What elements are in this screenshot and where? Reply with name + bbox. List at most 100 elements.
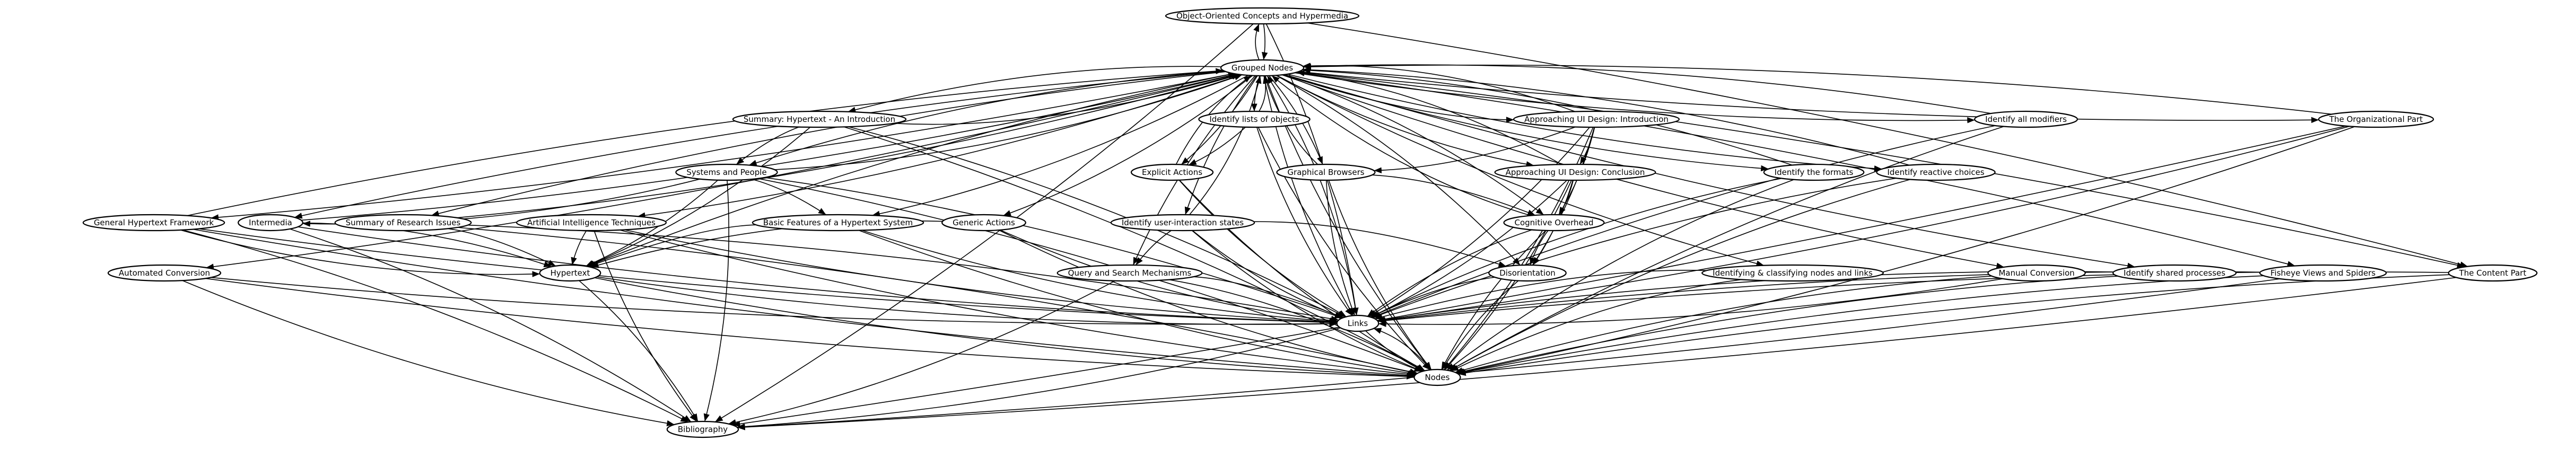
- edge-grouped-to-intermedia: [294, 71, 1225, 219]
- node-biblio-label: Bibliography: [678, 425, 728, 434]
- node-explicit-ellipse: [1130, 163, 1214, 181]
- node-content[interactable]: The Content Part: [2448, 264, 2538, 282]
- node-iduis[interactable]: Identify user-interaction states: [1110, 214, 1255, 232]
- node-oocah[interactable]: Object-Oriented Concepts and Hypermedia: [1165, 7, 1360, 25]
- node-basic[interactable]: Basic Features of a Hypertext System: [752, 214, 924, 232]
- node-summary-ellipse: [732, 110, 907, 128]
- node-fisheye[interactable]: Fisheye Views and Spiders: [2259, 264, 2387, 282]
- edge-autoconv-to-links: [211, 277, 1337, 327]
- node-content-label: The Content Part: [2459, 268, 2527, 278]
- node-idmod-label: Identify all modifiers: [1985, 114, 2067, 124]
- node-ui_concl-ellipse: [1494, 163, 1656, 181]
- edge-ai-to-biblio: [593, 230, 697, 422]
- node-orgpart[interactable]: The Organizational Part: [2318, 110, 2434, 128]
- node-oocah-label: Object-Oriented Concepts and Hypermedia: [1176, 11, 1348, 21]
- edge-disor-to-nodes: [1442, 280, 1519, 370]
- node-autoconv[interactable]: Automated Conversion: [107, 264, 222, 282]
- edge-intermedia-to-links: [298, 226, 1337, 325]
- node-sumres[interactable]: Summary of Research Issues: [334, 214, 472, 232]
- node-query[interactable]: Query and Search Mechanisms: [1056, 264, 1203, 282]
- node-idreact-label: Identify reactive choices: [1887, 168, 1984, 177]
- node-intermedia[interactable]: Intermedia: [238, 214, 303, 232]
- node-ai[interactable]: Artificial Intelligence Techniques: [516, 214, 667, 232]
- edge-sumres-to-links: [467, 224, 1339, 322]
- edge-idformats-to-links: [1370, 178, 1782, 318]
- edge-cogov-to-grouped: [1271, 75, 1531, 216]
- node-idshared[interactable]: Identify shared processes: [2112, 264, 2237, 282]
- node-layer: Object-Oriented Concepts and HypermediaG…: [82, 7, 2538, 438]
- edge-ui_intro-to-graphbr: [1374, 126, 1576, 174]
- node-explicit[interactable]: Explicit Actions: [1130, 163, 1214, 181]
- edge-genfw-to-grouped: [187, 68, 1224, 216]
- edge-links-to-biblio: [737, 327, 1341, 430]
- node-idreact[interactable]: Identify reactive choices: [1876, 163, 1996, 181]
- node-manual-ellipse: [1987, 264, 2086, 282]
- node-idshared-ellipse: [2112, 264, 2237, 282]
- node-disor-ellipse: [1488, 264, 1567, 282]
- node-hypertext-ellipse: [539, 264, 601, 282]
- edge-summary-to-links: [848, 126, 1346, 318]
- node-cogov[interactable]: Cognitive Overhead: [1503, 214, 1605, 232]
- node-links[interactable]: Links: [1336, 314, 1379, 332]
- node-systems[interactable]: Systems and People: [675, 163, 778, 181]
- node-links-ellipse: [1336, 314, 1379, 332]
- edge-graphbr-to-links: [1325, 180, 1356, 316]
- node-manual[interactable]: Manual Conversion: [1987, 264, 2086, 282]
- node-disor[interactable]: Disorientation: [1488, 264, 1567, 282]
- edge-grouped-to-basic: [872, 75, 1248, 217]
- node-idformats[interactable]: Identify the formats: [1763, 163, 1865, 181]
- edge-generic-to-links: [1000, 230, 1338, 324]
- node-cogov-label: Cognitive Overhead: [1514, 218, 1593, 227]
- edge-grouped-to-generic: [1003, 75, 1253, 216]
- edge-ui_concl-to-grouped: [1296, 70, 1562, 165]
- node-idmod[interactable]: Identify all modifiers: [1974, 110, 2079, 128]
- node-idclass[interactable]: Identifying & classifying nodes and link…: [1701, 264, 1884, 282]
- node-genfw-ellipse: [82, 214, 225, 232]
- edge-systems-to-nodes: [758, 178, 1422, 372]
- node-orgpart-label: The Organizational Part: [2329, 114, 2423, 124]
- node-sumres-ellipse: [334, 214, 472, 232]
- node-idformats-ellipse: [1763, 163, 1865, 181]
- node-idformats-label: Identify the formats: [1775, 168, 1854, 177]
- node-biblio[interactable]: Bibliography: [666, 420, 739, 438]
- edge-ui_intro-to-links: [1368, 127, 1590, 317]
- edge-ai-to-hypertext: [571, 230, 587, 266]
- edge-fisheye-to-biblio: [737, 278, 2281, 430]
- edge-disor-to-links: [1370, 277, 1495, 318]
- edge-grouped-to-manual: [1282, 74, 2004, 269]
- edge-idlists-to-nodes: [1258, 127, 1430, 371]
- node-autoconv-ellipse: [107, 264, 222, 282]
- edge-grouped-to-cogov: [1282, 74, 1544, 215]
- edge-systems-to-links: [764, 177, 1343, 319]
- node-genfw[interactable]: General Hypertext Framework: [82, 214, 225, 232]
- edge-grouped-to-orgpart: [1298, 71, 2319, 124]
- edge-idreact-to-grouped: [1303, 67, 1910, 166]
- edge-basic-to-links: [861, 230, 1338, 324]
- node-ui_concl[interactable]: Approaching UI Design: Conclusion: [1494, 163, 1656, 181]
- node-intermedia-ellipse: [238, 214, 303, 232]
- edge-idformats-to-grouped: [1302, 67, 1793, 166]
- edge-ai-to-links: [624, 229, 1338, 325]
- node-ui_intro[interactable]: Approaching UI Design: Introduction: [1513, 110, 1680, 128]
- node-idlists[interactable]: Identify lists of objects: [1198, 110, 1311, 128]
- edge-grouped-to-systems: [748, 70, 1224, 166]
- edge-grouped-to-idshared: [1285, 74, 2135, 269]
- node-nodes-ellipse: [1413, 368, 1461, 386]
- node-summary[interactable]: Summary: Hypertext - An Introduction: [732, 110, 907, 128]
- node-ui_intro-ellipse: [1513, 110, 1680, 128]
- node-hypertext[interactable]: Hypertext: [539, 264, 601, 282]
- edge-grouped-to-ai: [637, 74, 1242, 218]
- node-graphbr[interactable]: Graphical Browsers: [1276, 163, 1376, 181]
- edge-intermedia-to-grouped: [301, 73, 1236, 221]
- node-nodes[interactable]: Nodes: [1413, 368, 1461, 386]
- edge-iduis-to-disor: [1254, 221, 1507, 267]
- node-generic[interactable]: Generic Actions: [941, 214, 1026, 232]
- node-grouped-label: Grouped Nodes: [1232, 63, 1293, 73]
- edge-basic-to-hypertext: [588, 224, 756, 267]
- edge-grouped-to-genfw: [211, 73, 1234, 221]
- edge-cogov-to-nodes: [1441, 230, 1547, 370]
- edge-sumres-to-grouped: [457, 73, 1239, 218]
- node-grouped[interactable]: Grouped Nodes: [1220, 59, 1305, 77]
- edge-idlists-to-explicit: [1188, 127, 1246, 166]
- node-ai-label: Artificial Intelligence Techniques: [527, 218, 656, 227]
